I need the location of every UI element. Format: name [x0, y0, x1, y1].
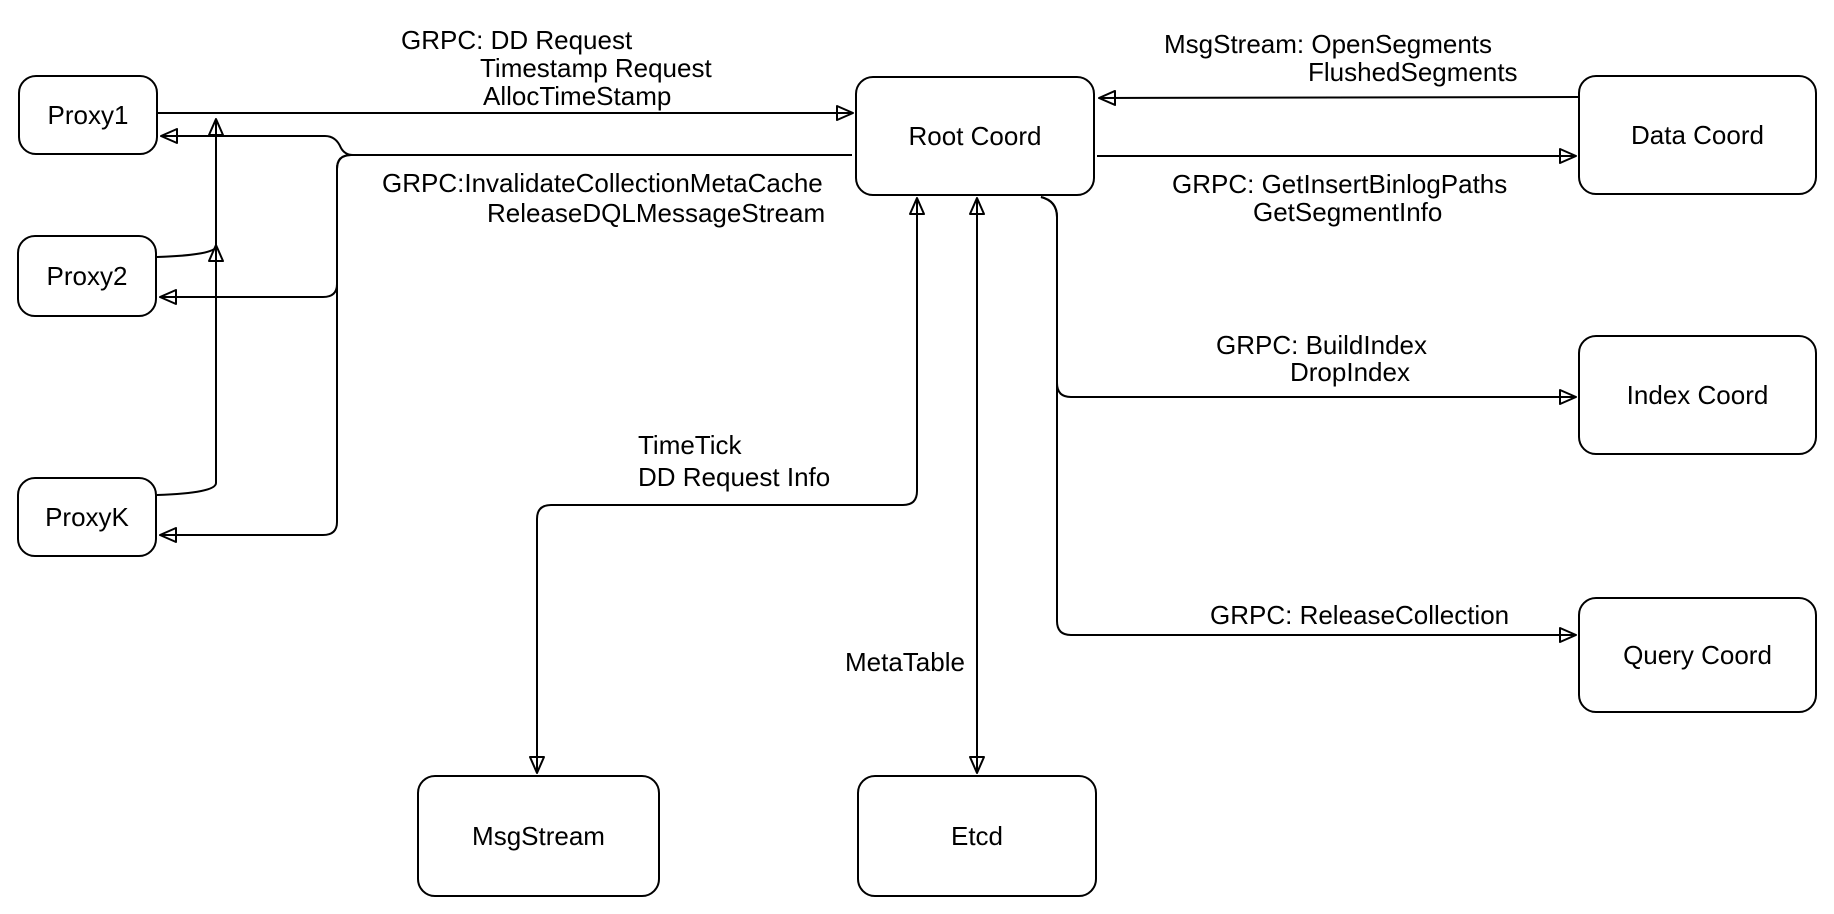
edge-label-flushedsegments: FlushedSegments [1308, 57, 1518, 87]
edge-label-invalidate-collection-metacache: GRPC:InvalidateCollectionMetaCache [382, 168, 823, 198]
node-rootcoord: Root Coord [855, 76, 1095, 196]
edge-label-getsegmentinfo: GetSegmentInfo [1253, 197, 1443, 227]
edge-label-timestamp-request: Timestamp Request [480, 53, 712, 83]
edge-rootcoord-to-proxyk [159, 154, 852, 543]
node-datacoord: Data Coord [1578, 75, 1817, 195]
node-proxyk: ProxyK [17, 477, 157, 557]
edge-datacoord-to-rootcoord [1098, 89, 1579, 106]
edge-rootcoord-to-msgstream [529, 197, 925, 774]
edge-label-timetick: TimeTick [638, 430, 742, 460]
node-indexcoord: Index Coord [1578, 335, 1817, 455]
node-etcd: Etcd [857, 775, 1097, 897]
edge-proxyk-merge-trunk [156, 118, 224, 496]
node-msgstream: MsgStream [417, 775, 660, 897]
edge-label-metatable: MetaTable [845, 647, 965, 677]
edge-rootcoord-to-proxy1 [160, 128, 852, 156]
edge-label-dd-request-info: DD Request Info [638, 462, 831, 492]
node-proxy1: Proxy1 [18, 75, 158, 155]
edge-label-buildindex: GRPC: BuildIndex [1216, 330, 1427, 360]
edge-proxy2-merge [156, 244, 224, 263]
edge-label-msgstream-opensegments: MsgStream: OpenSegments [1164, 29, 1493, 59]
edge-label-grpc-dd-request: GRPC: DD Request [401, 25, 633, 55]
edge-label-getinsertbinlogpaths: GRPC: GetInsertBinlogPaths [1172, 169, 1508, 199]
edge-rootcoord-to-querycoord [1040, 196, 1577, 643]
node-proxy2: Proxy2 [17, 235, 157, 317]
edge-label-release-dql-messagestream: ReleaseDQLMessageStream [487, 198, 826, 228]
node-querycoord: Query Coord [1578, 597, 1817, 713]
edge-label-alloctimestamp: AllocTimeStamp [483, 81, 672, 111]
edge-label-dropindex: DropIndex [1290, 357, 1410, 387]
edge-label-releasecollection: GRPC: ReleaseCollection [1210, 600, 1510, 630]
